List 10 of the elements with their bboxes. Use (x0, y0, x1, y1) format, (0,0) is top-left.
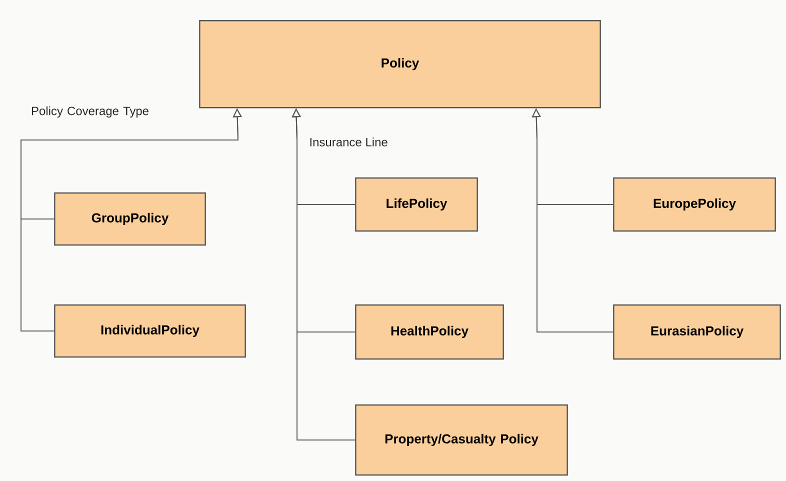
class-box: IndividualPolicy (54, 304, 246, 358)
class-box: Policy (199, 20, 601, 108)
class-box: LifePolicy (355, 177, 478, 232)
class-box: Property/Casualty Policy (355, 404, 568, 476)
class-box: EuropePolicy (613, 177, 776, 232)
class-box: EurasianPolicy (613, 304, 781, 360)
class-box: GroupPolicy (54, 192, 206, 246)
group-label: Insurance Line (310, 138, 388, 146)
group-label: Policy Coverage Type (32, 106, 148, 118)
class-box: HealthPolicy (355, 304, 504, 360)
